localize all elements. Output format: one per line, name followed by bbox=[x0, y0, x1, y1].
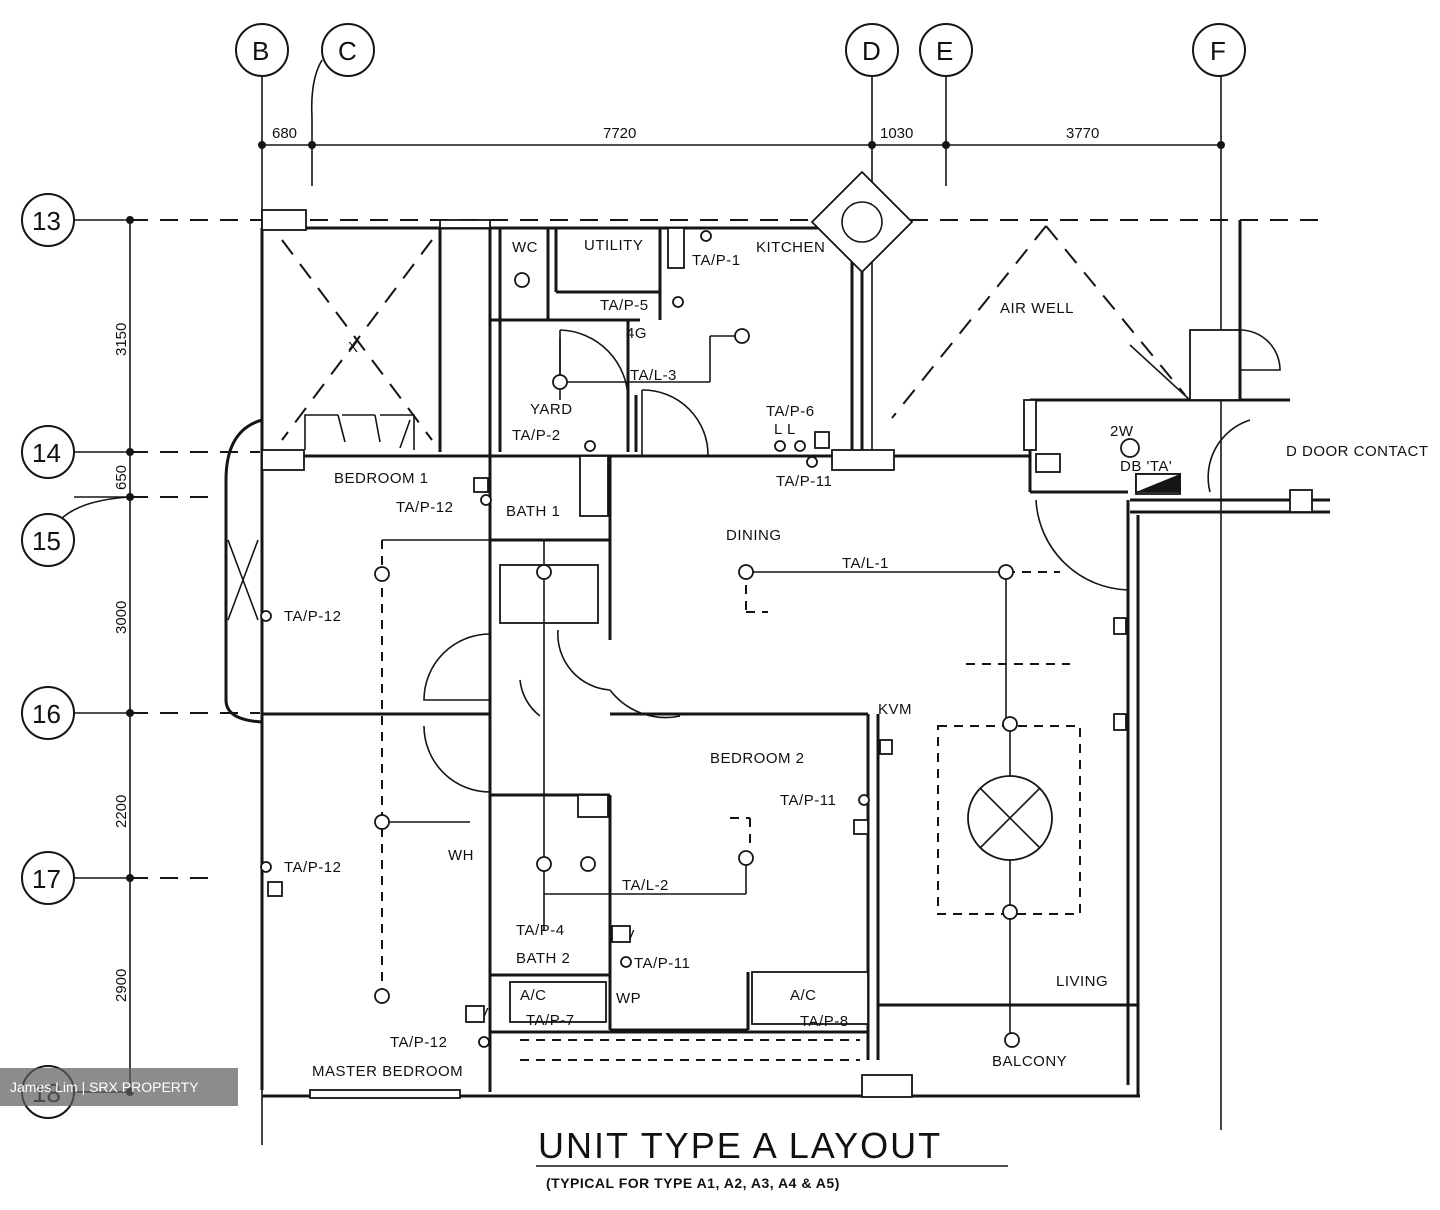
dim-3150: 3150 bbox=[113, 323, 130, 356]
tag-tap-12-bedroom1: TA/P-12 bbox=[396, 499, 453, 516]
svg-text:C: C bbox=[338, 36, 357, 66]
grid-row-lines bbox=[59, 216, 1330, 1096]
tag-db-ta: DB 'TA' bbox=[1120, 458, 1172, 475]
tag-door-contact: D DOOR CONTACT bbox=[1286, 443, 1429, 460]
svg-text:X: X bbox=[348, 339, 359, 356]
svg-text:13: 13 bbox=[32, 206, 61, 236]
tag-wh: WH bbox=[448, 847, 474, 864]
room-living: LIVING bbox=[1056, 973, 1108, 990]
room-bath-2: BATH 2 bbox=[516, 950, 570, 967]
room-bedroom-2: BEDROOM 2 bbox=[710, 750, 805, 767]
room-utility: UTILITY bbox=[584, 237, 643, 254]
tag-tap-12-master-window: TA/P-12 bbox=[390, 1034, 447, 1051]
tag-wp: WP bbox=[616, 990, 641, 1007]
room-air-well: AIR WELL bbox=[1000, 300, 1074, 317]
tag-4g: 4G bbox=[626, 325, 647, 342]
tag-tap-11-bath2: TA/P-11 bbox=[634, 955, 690, 972]
drawing-title: UNIT TYPE A LAYOUT bbox=[538, 1125, 942, 1166]
drawing-subtitle: (TYPICAL FOR TYPE A1, A2, A3, A4 & A5) bbox=[546, 1175, 840, 1191]
grid-row-14: 14 bbox=[21, 425, 75, 479]
room-master-bedroom: MASTER BEDROOM bbox=[312, 1063, 463, 1080]
svg-text:D: D bbox=[862, 36, 881, 66]
tag-tap-6: TA/P-6 bbox=[766, 403, 815, 420]
tag-ac-bath2: A/C bbox=[520, 987, 547, 1004]
grid-column-f: F bbox=[1192, 23, 1246, 77]
tag-tap-4: TA/P-4 bbox=[516, 922, 565, 939]
tag-tap-12-master: TA/P-12 bbox=[284, 859, 341, 876]
grid-row-15: 15 bbox=[21, 513, 75, 567]
grid-row-16: 16 bbox=[21, 686, 75, 740]
grid-column-e: E bbox=[919, 23, 973, 77]
tag-tal-1: TA/L-1 bbox=[842, 555, 889, 572]
tag-tap-11-kitchen: TA/P-11 bbox=[776, 473, 832, 490]
walls bbox=[224, 170, 1330, 1099]
tag-tap-1: TA/P-1 bbox=[692, 252, 741, 269]
void-markers: X bbox=[281, 225, 1186, 441]
tag-tal-2: TA/L-2 bbox=[622, 877, 669, 894]
room-dining: DINING bbox=[726, 527, 782, 544]
dim-650: 650 bbox=[113, 465, 130, 490]
grid-column-d: D bbox=[845, 23, 899, 77]
tag-ll: L L bbox=[774, 421, 796, 438]
dim-7720: 7720 bbox=[603, 125, 636, 142]
dim-680: 680 bbox=[272, 125, 297, 142]
svg-text:B: B bbox=[252, 36, 269, 66]
grid-row-13: 13 bbox=[21, 193, 75, 247]
room-yard: YARD bbox=[530, 401, 573, 418]
room-balcony: BALCONY bbox=[992, 1053, 1067, 1070]
tag-kvm: KVM bbox=[878, 701, 912, 718]
room-wc: WC bbox=[512, 239, 538, 256]
room-bath-1: BATH 1 bbox=[506, 503, 560, 520]
grid-row-17: 17 bbox=[21, 851, 75, 905]
ceiling-fan-icon bbox=[967, 775, 1053, 861]
tag-tap-7: TA/P-7 bbox=[526, 1012, 575, 1029]
room-bedroom-1: BEDROOM 1 bbox=[334, 470, 429, 487]
grid-column-b: B bbox=[235, 23, 289, 77]
room-kitchen: KITCHEN bbox=[756, 239, 825, 256]
distribution-board-icon bbox=[1135, 473, 1181, 493]
light-points bbox=[374, 272, 1140, 1048]
tag-tap-2: TA/P-2 bbox=[512, 427, 561, 444]
tag-ac-bedroom2: A/C bbox=[790, 987, 817, 1004]
svg-text:14: 14 bbox=[32, 438, 61, 468]
lighting-runs bbox=[381, 335, 1081, 1040]
dim-3770: 3770 bbox=[1066, 125, 1099, 142]
svg-text:17: 17 bbox=[32, 864, 61, 894]
dim-2200: 2200 bbox=[113, 795, 130, 828]
svg-text:16: 16 bbox=[32, 699, 61, 729]
tag-tap-12-bay: TA/P-12 bbox=[284, 608, 341, 625]
watermark: James Lim | SRX PROPERTY bbox=[0, 1068, 238, 1106]
tag-tal-3: TA/L-3 bbox=[630, 367, 677, 384]
tag-tap-11-bedroom2: TA/P-11 bbox=[780, 792, 836, 809]
dim-3000: 3000 bbox=[113, 601, 130, 634]
top-dimension-line bbox=[258, 141, 1225, 149]
svg-text:E: E bbox=[936, 36, 953, 66]
svg-text:F: F bbox=[1210, 36, 1226, 66]
dim-1030: 1030 bbox=[880, 125, 913, 142]
dim-2900: 2900 bbox=[113, 969, 130, 1002]
tag-tap-8: TA/P-8 bbox=[800, 1013, 849, 1030]
grid-column-c: C bbox=[321, 23, 375, 77]
tag-tap-5: TA/P-5 bbox=[600, 297, 649, 314]
tag-2w: 2W bbox=[1110, 423, 1134, 440]
svg-text:15: 15 bbox=[32, 526, 61, 556]
socket-symbols bbox=[260, 230, 1127, 1048]
